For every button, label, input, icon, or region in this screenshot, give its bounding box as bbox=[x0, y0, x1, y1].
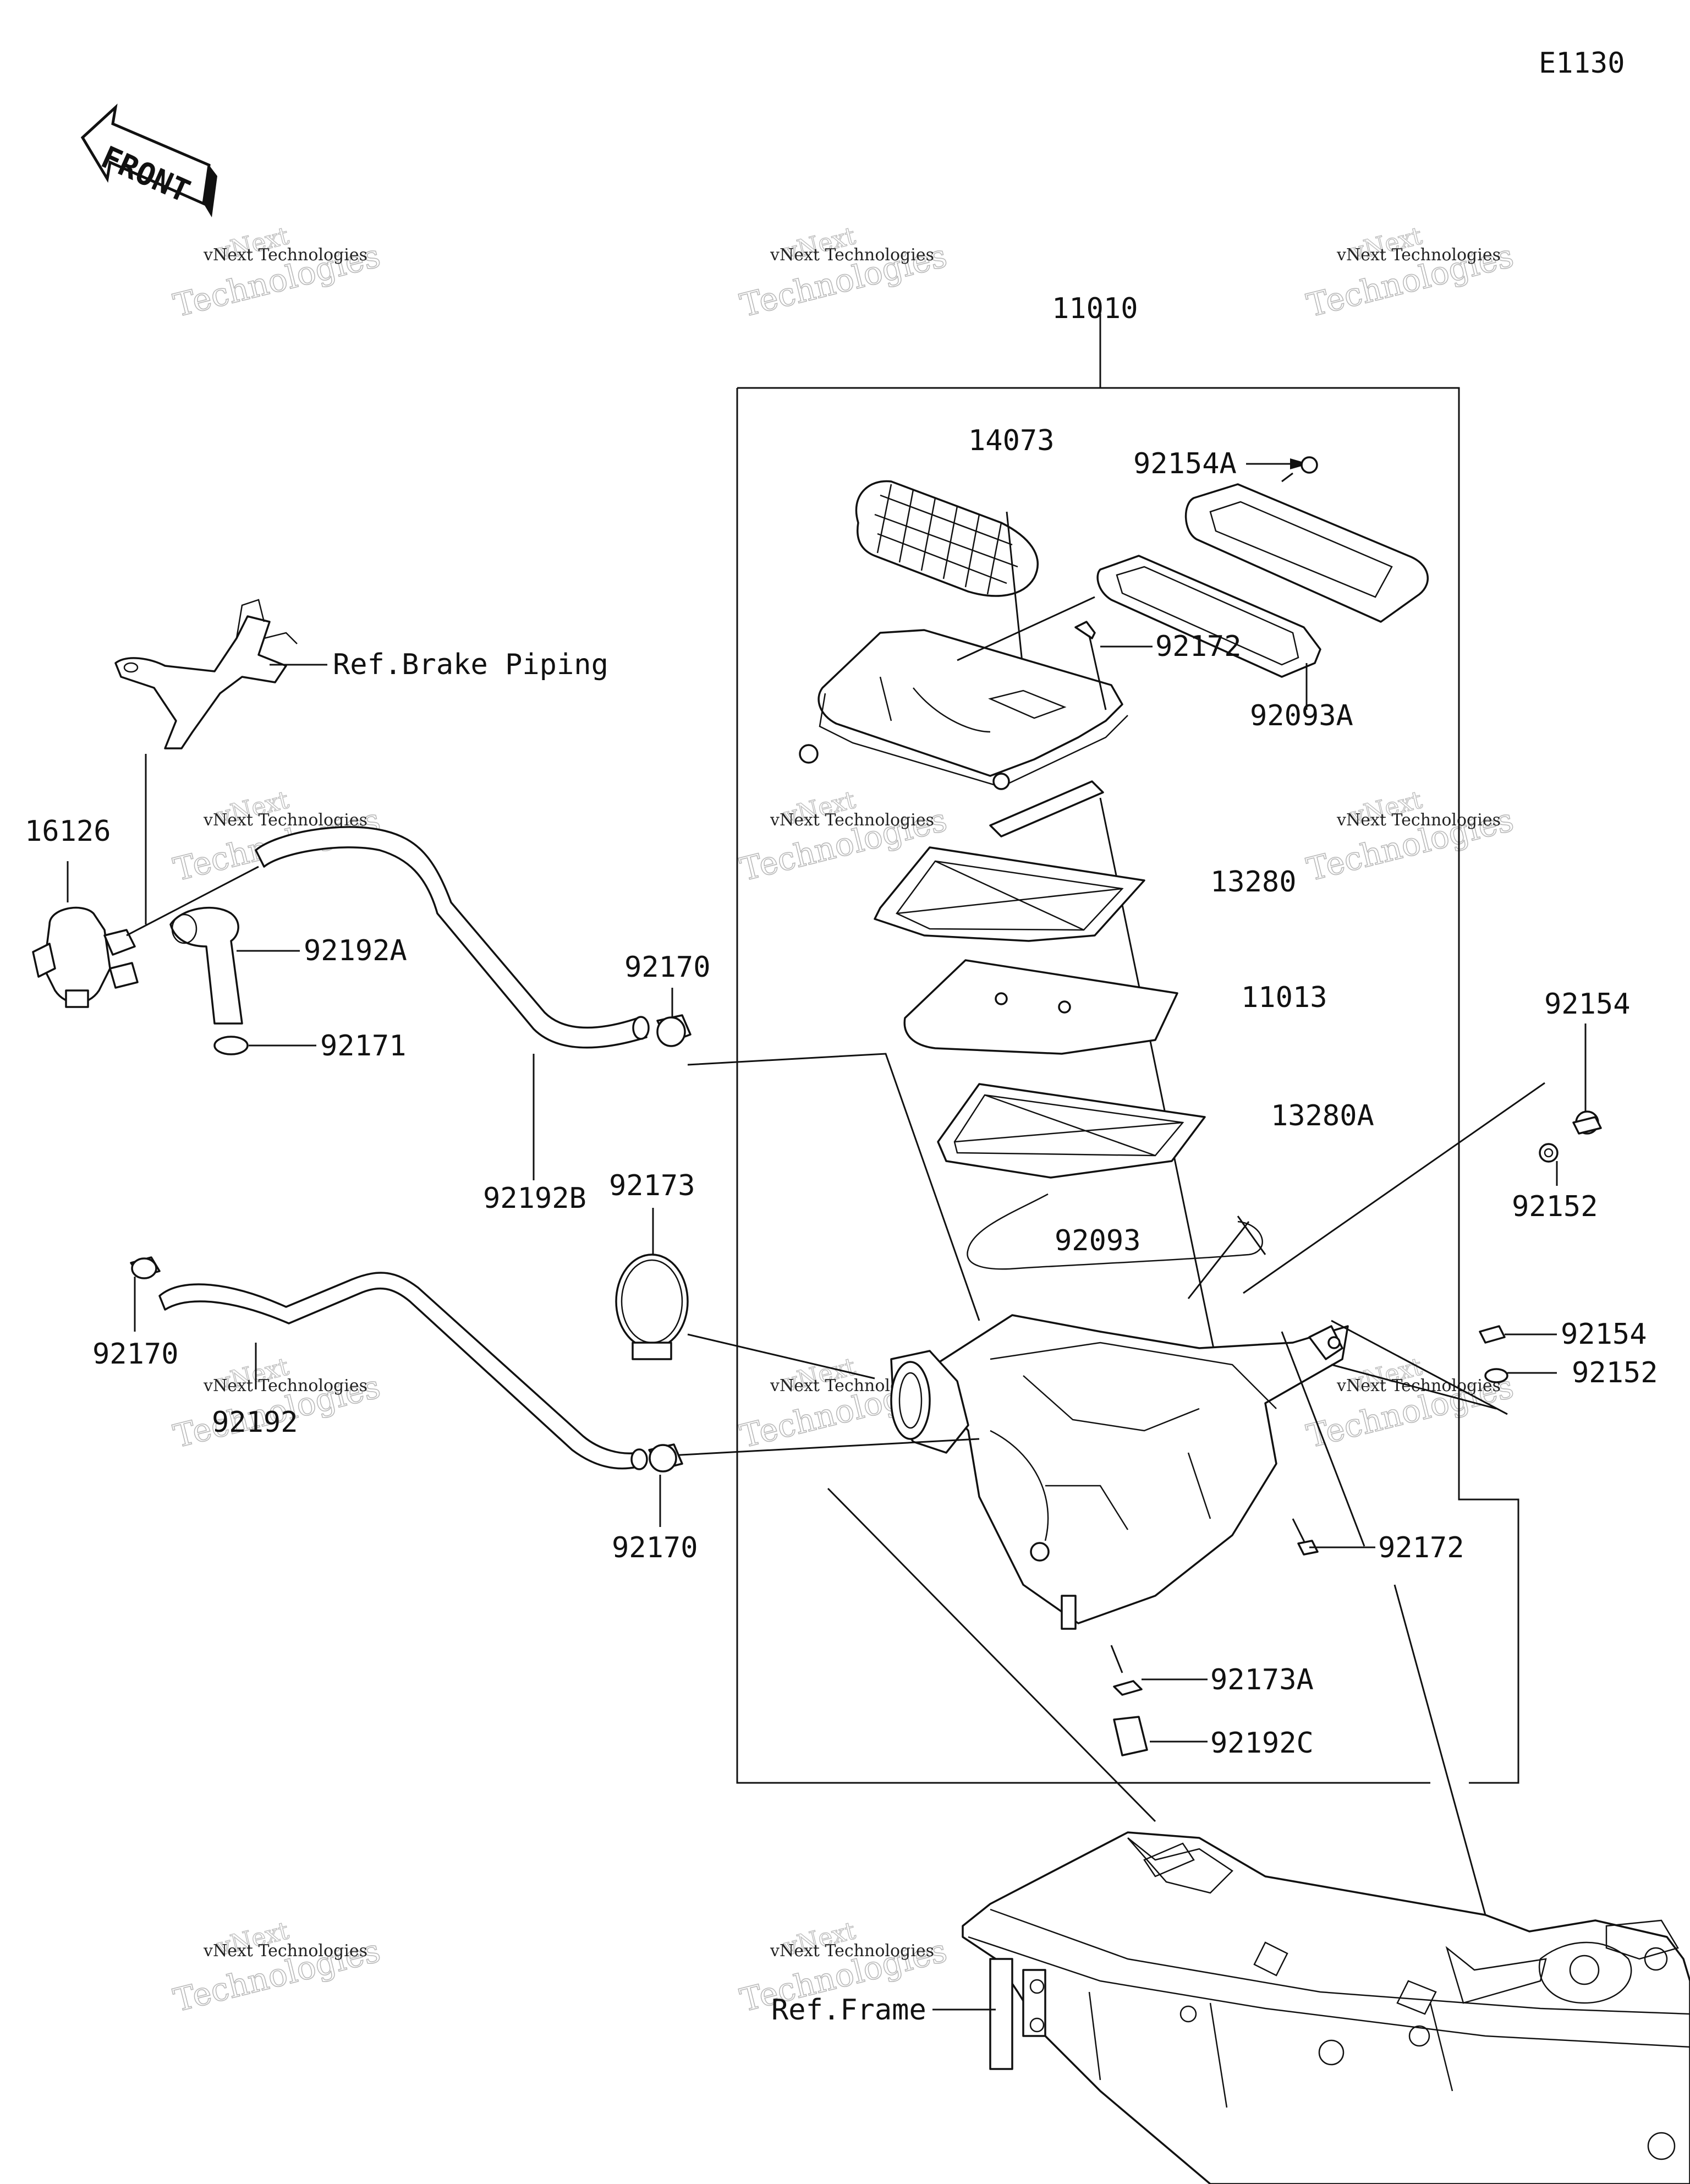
bracket-part bbox=[989, 780, 1104, 838]
callout-11013: 11013 bbox=[1241, 981, 1327, 1014]
callout-92173a: 92173A bbox=[1210, 1663, 1314, 1696]
air-filter-element-part bbox=[903, 959, 1178, 1055]
clamp-92170-bottom-part bbox=[648, 1443, 683, 1527]
callout-92152-upper: 92152 bbox=[1512, 1190, 1598, 1223]
front-arrow-icon: FRONT bbox=[80, 103, 217, 217]
frame-part bbox=[932, 1831, 1690, 2184]
brake-piping-bracket-part bbox=[114, 599, 327, 924]
leader-lines bbox=[660, 1053, 1545, 1915]
o-ring-92093-part bbox=[967, 1193, 1263, 1270]
callout-92173: 92173 bbox=[609, 1169, 695, 1202]
callout-ref-frame: Ref.Frame bbox=[771, 1994, 926, 2027]
callout-92171: 92171 bbox=[320, 1030, 407, 1063]
watermark-text: vNext Technologies bbox=[1336, 245, 1501, 265]
watermark-text: vNext Technologies bbox=[1336, 1376, 1501, 1395]
callout-14073: 14073 bbox=[968, 424, 1055, 457]
callout-labels: 11010 14073 92154A 92172 92093A Ref.Brak… bbox=[25, 292, 1658, 2027]
watermark-text: vNext Technologies bbox=[203, 245, 367, 265]
hose-92192a-part bbox=[169, 906, 300, 1025]
diagram-code: E1130 bbox=[1539, 47, 1625, 80]
watermark-text: vNext Technologies bbox=[203, 1941, 367, 1961]
filter-frame-13280a-part bbox=[937, 1083, 1206, 1179]
callout-13280: 13280 bbox=[1210, 866, 1297, 899]
intake-snorkel-part bbox=[855, 480, 1039, 727]
band-clamp-92173-part bbox=[615, 1208, 689, 1360]
valve-16126-part bbox=[32, 861, 139, 1008]
callout-92093a: 92093A bbox=[1250, 699, 1353, 732]
callout-92192a: 92192A bbox=[304, 934, 407, 967]
hose-92192-part bbox=[158, 1272, 648, 1470]
callout-92154-upper: 92154 bbox=[1544, 988, 1631, 1021]
callout-92170-bottom: 92170 bbox=[612, 1531, 698, 1564]
callout-92154a: 92154A bbox=[1133, 447, 1237, 480]
callout-13280a: 13280A bbox=[1271, 1099, 1374, 1132]
callout-92152-lower: 92152 bbox=[1572, 1356, 1658, 1389]
callout-92170-left: 92170 bbox=[92, 1338, 179, 1371]
callout-ref-brake-piping: Ref.Brake Piping bbox=[333, 648, 608, 681]
watermark-text: vNext Technologies bbox=[770, 811, 934, 830]
filter-frame-13280-part bbox=[874, 846, 1145, 942]
watermark-text: vNext Technologies bbox=[203, 1376, 367, 1395]
clamp-92170-left-part bbox=[130, 1256, 161, 1332]
watermark-text: vNext Technologies bbox=[770, 245, 934, 265]
screw-92154a-part bbox=[1246, 456, 1318, 483]
screw-92172-bottom-part bbox=[1292, 1518, 1375, 1556]
watermark-text: vNext Technologies bbox=[1336, 811, 1501, 830]
drain-parts bbox=[1110, 1645, 1208, 1756]
clamp-92170-top-part bbox=[656, 988, 692, 1047]
bolt-92154-right-part bbox=[1479, 1023, 1602, 1383]
callout-92154-lower: 92154 bbox=[1561, 1318, 1647, 1351]
callout-92192c: 92192C bbox=[1210, 1727, 1314, 1760]
callout-16126: 16126 bbox=[25, 815, 111, 848]
assembly-box bbox=[736, 314, 1519, 1784]
hose-92192b-part bbox=[126, 826, 650, 1180]
callout-92192b: 92192B bbox=[483, 1182, 586, 1215]
callout-92172-top: 92172 bbox=[1155, 630, 1242, 663]
screw-92172-top-part bbox=[1074, 621, 1153, 710]
clamp-92171-part bbox=[213, 1036, 316, 1055]
callout-92192: 92192 bbox=[212, 1406, 298, 1439]
callout-92170-top: 92170 bbox=[624, 951, 711, 984]
callout-92172-bottom: 92172 bbox=[1378, 1531, 1464, 1564]
callout-92093: 92093 bbox=[1055, 1224, 1141, 1257]
cover-plate-part bbox=[1096, 483, 1429, 710]
watermark-text: vNext Technologies bbox=[770, 1941, 934, 1961]
airbox-cover-part bbox=[799, 596, 1217, 1360]
callout-11010: 11010 bbox=[1052, 292, 1138, 325]
airbox-case-part bbox=[890, 1314, 1349, 1630]
